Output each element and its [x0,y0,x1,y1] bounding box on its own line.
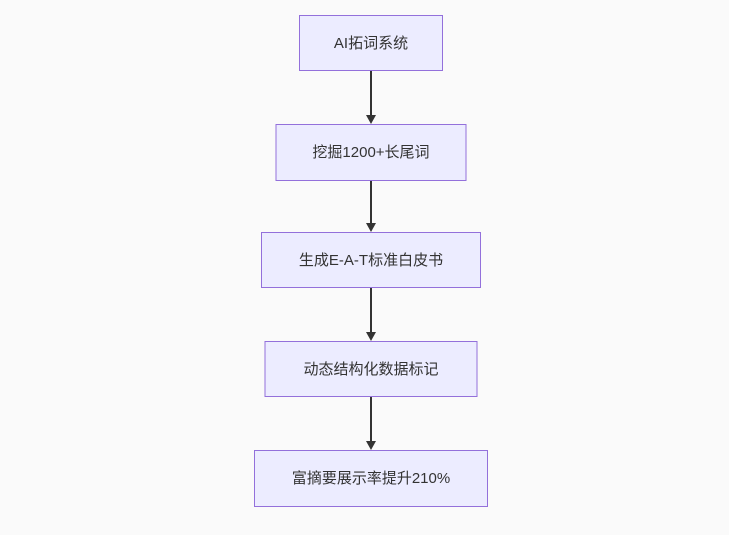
arrow-down-icon [366,71,376,124]
arrowhead-icon [366,441,376,450]
flowchart-node-4: 动态结构化数据标记 [264,341,478,397]
arrowhead-icon [366,332,376,341]
arrow-down-icon [366,181,376,232]
arrow-shaft [370,397,372,442]
node-label: 挖掘1200+长尾词 [312,144,430,161]
node-label: 富摘要展示率提升210% [291,470,451,487]
arrow-shaft [370,181,372,224]
arrow-down-icon [366,288,376,341]
arrowhead-icon [366,115,376,124]
node-label: AI拓词系统 [333,34,409,52]
arrowhead-icon [366,223,376,232]
node-label: 生成E-A-T标准白皮书 [298,251,444,269]
arrow-down-icon [366,397,376,450]
arrow-shaft [370,71,372,116]
flowchart-node-3: 生成E-A-T标准白皮书 [261,232,481,288]
flowchart-node-2: 挖掘1200+长尾词 [275,124,467,181]
flowchart-node-1: AI拓词系统 [299,15,443,71]
flowchart-node-5: 富摘要展示率提升210% [254,450,488,507]
arrow-shaft [370,288,372,333]
node-label: 动态结构化数据标记 [303,360,439,378]
